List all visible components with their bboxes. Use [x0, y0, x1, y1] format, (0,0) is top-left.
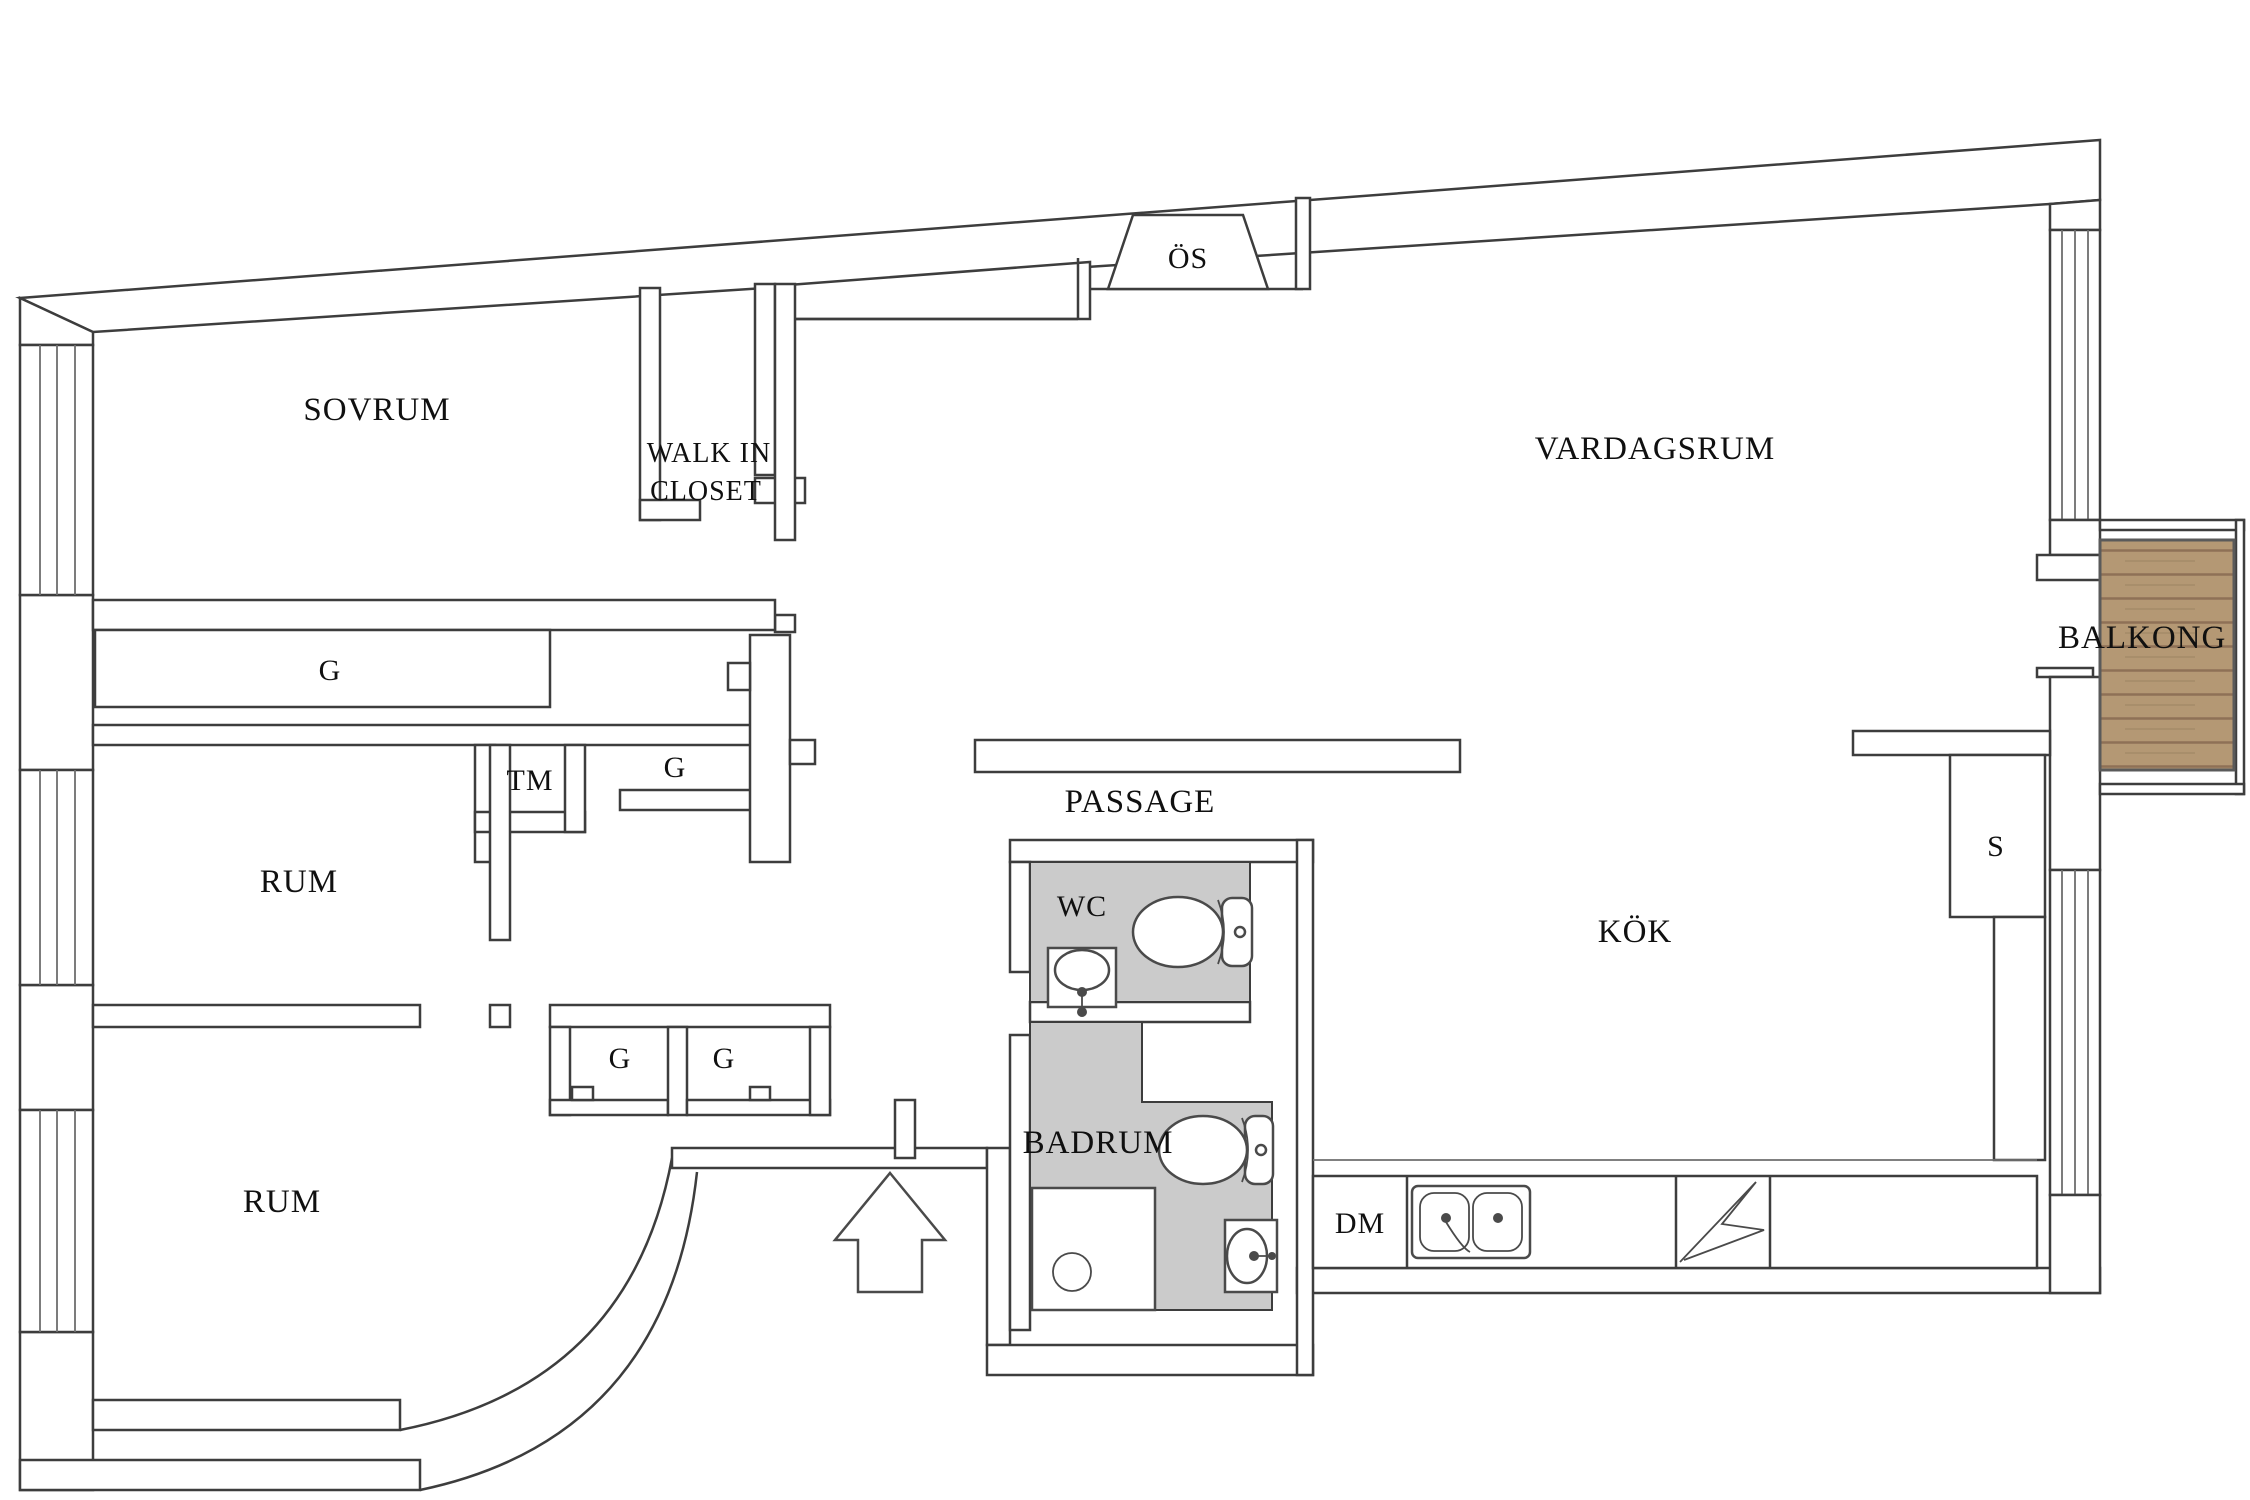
entrance-arrow-icon: [832, 1171, 948, 1294]
entry-front-wall: [670, 1146, 989, 1170]
sink-icon: [1223, 1218, 1279, 1294]
label-kok: KÖK: [1598, 914, 1673, 950]
right-wall-bottom: [2048, 1193, 2102, 1295]
fixtures: [832, 895, 2039, 1312]
label-dm: DM: [1335, 1207, 1385, 1240]
label-rum-lower: RUM: [243, 1184, 321, 1220]
hall-pillar: [726, 633, 817, 864]
stairwell-curve-inner: [399, 1157, 674, 1432]
stairwell-curve-outer: [419, 1171, 699, 1492]
window-left-rum-upper: [18, 768, 95, 987]
balcony-wall-top: [2098, 518, 2246, 532]
label-vardagsrum: VARDAGSRUM: [1535, 431, 1775, 467]
exterior-walls: [15, 138, 2102, 1492]
rum-upper-north-wall: [91, 723, 762, 747]
balcony: [2098, 518, 2246, 796]
closet-g1-box: [93, 628, 552, 709]
stove-icon: [1679, 1181, 1765, 1263]
bottom-left-inner-wall: [91, 1398, 402, 1432]
label-balkong: BALKONG: [2058, 620, 2226, 656]
label-walk-in-closet-2: CLOSET: [650, 476, 762, 507]
rum-divider-wall-right: [488, 1003, 512, 1029]
left-wall-mid1: [18, 593, 95, 772]
label-g3: G: [609, 1042, 632, 1075]
balcony-door-sill: [2035, 553, 2102, 582]
label-g2: G: [664, 751, 687, 784]
label-rum-upper: RUM: [260, 864, 338, 900]
room-labels: SOVRUM WALK IN CLOSET ÖS VARDAGSRUM BALK…: [243, 242, 2226, 1240]
rum-upper-east-wall: [488, 743, 512, 942]
passage-north-wall: [973, 738, 1462, 774]
label-wc: WC: [1057, 890, 1107, 923]
toilet-icon: [1157, 1114, 1275, 1186]
sink-icon: [1046, 946, 1118, 1017]
interior-walls: [91, 213, 2052, 1377]
closet-s-lower-box: [1992, 915, 2047, 1162]
window-left-sovrum: [18, 343, 95, 597]
wet-block-west-wall-lower: [1008, 1033, 1032, 1332]
closet-g3-g4-walls: [548, 1003, 917, 1160]
label-passage: PASSAGE: [1065, 784, 1216, 820]
shower-icon: [1030, 1186, 1157, 1312]
right-wall-above-balcony-door: [2048, 518, 2102, 557]
sovrum-east-wall: [773, 282, 797, 542]
balcony-wood-deck: [2098, 538, 2236, 772]
window-left-rum-lower: [18, 1108, 95, 1334]
wet-block-west-wall-upper: [1008, 860, 1032, 974]
right-wall-top: [2048, 198, 2102, 232]
sovrum-south-wall: [91, 598, 777, 632]
closet-g2-bottom-wall: [618, 788, 762, 812]
wet-block-east-wall: [1295, 838, 1315, 1377]
niche-east-wall: [1294, 196, 1312, 291]
kitchen-counter: [1311, 1159, 2039, 1270]
left-wall-mid2: [18, 983, 95, 1112]
toilet-icon: [1131, 895, 1254, 969]
bottom-left-outer-wall: [18, 1458, 422, 1492]
rum-divider-wall: [91, 1003, 422, 1029]
label-tm: TM: [507, 764, 554, 797]
sovrum-east-wall-stub: [773, 613, 797, 634]
label-g1: G: [319, 654, 342, 687]
kitchen-bottom-wall: [1295, 1266, 2102, 1295]
wet-block-north-wall: [1008, 838, 1315, 864]
label-badrum: BADRUM: [1023, 1125, 1174, 1161]
label-g4: G: [713, 1042, 736, 1075]
entry-east-wall: [985, 1146, 1012, 1347]
label-walk-in-closet-1: WALK IN: [647, 438, 771, 469]
label-s: S: [1987, 830, 2005, 863]
window-right-upper: [2048, 228, 2102, 522]
label-os: ÖS: [1168, 242, 1208, 275]
fireplace-symbol: [1106, 213, 1270, 291]
balcony-wall-right: [2234, 518, 2246, 796]
kitchen-sink-icon: [1410, 1184, 1532, 1260]
closet-s-box: [1948, 753, 2047, 919]
balcony-wall-bottom: [2098, 782, 2246, 796]
window-right-kitchen: [2048, 868, 2102, 1197]
entry-bottom-wall: [985, 1343, 1315, 1377]
balcony-door-threshold: [2035, 666, 2095, 679]
kitchen-divider-wall: [1851, 729, 2052, 757]
label-sovrum: SOVRUM: [303, 392, 450, 428]
right-wall-mid: [2048, 675, 2102, 872]
